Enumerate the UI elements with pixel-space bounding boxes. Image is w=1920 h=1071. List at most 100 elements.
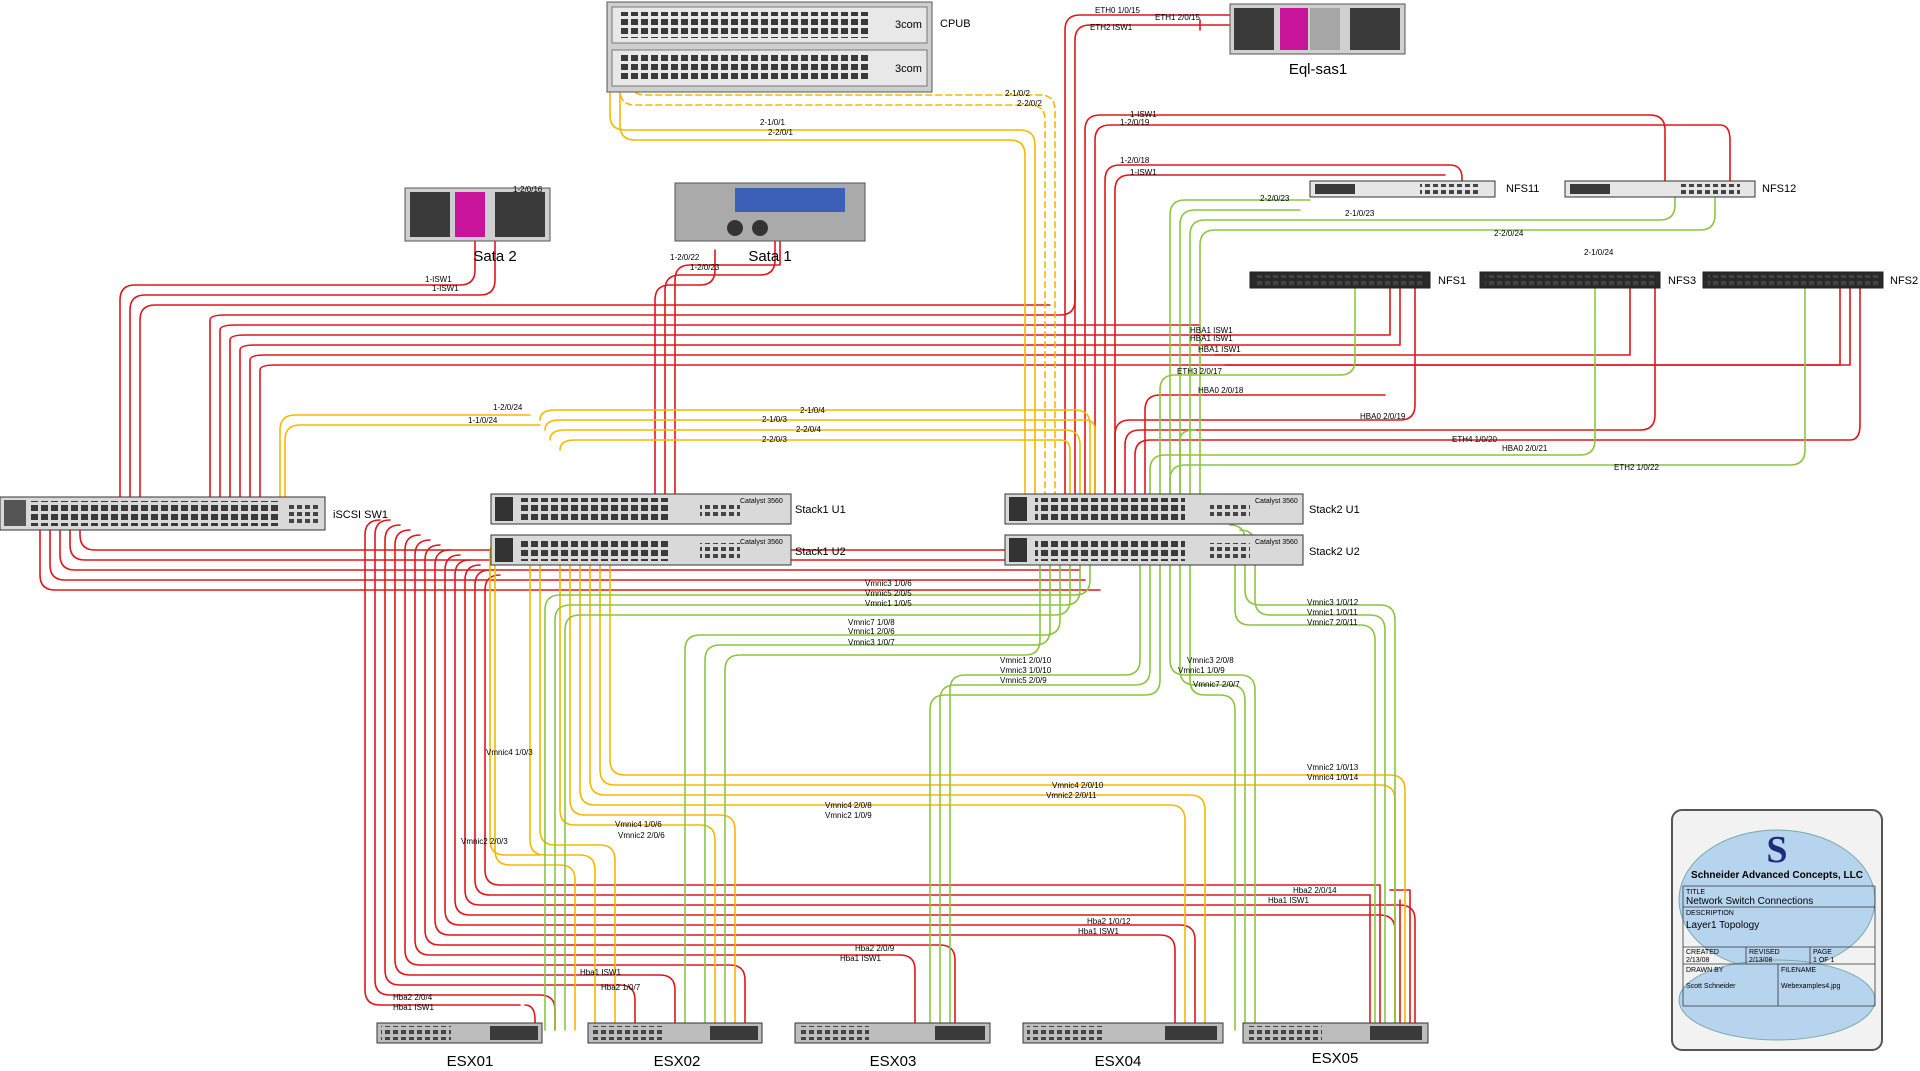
cable-label: Hba2 2/0/4 <box>393 993 433 1002</box>
nfs11-server: NFS11 <box>1309 180 1539 198</box>
cable-label: Hba1 ISW1 <box>1268 896 1309 905</box>
cable-label: Hba1 ISW1 <box>580 968 621 977</box>
cable-label: ETH1 2/0/15 <box>1155 13 1200 22</box>
cable-label: 2-2/0/2 <box>1017 99 1042 108</box>
stack2-u1-model: Catalyst 3560 <box>1255 498 1298 505</box>
cable-label: Vmnic3 1/0/6 <box>865 579 912 588</box>
cable-label: Vmnic4 1/0/3 <box>486 748 533 757</box>
title-value: Network Switch Connections <box>1686 896 1813 907</box>
esx03-server: ESX03 <box>794 1022 991 1070</box>
cable-label: Vmnic7 1/0/8 <box>848 618 895 627</box>
cable-label: Hba2 1/0/7 <box>601 983 641 992</box>
stack1-u1-switch: Catalyst 3560 Stack1 U1 <box>490 493 846 525</box>
stack2-u2-switch: Catalyst 3560 Stack2 U2 <box>1004 534 1360 566</box>
cable-label: 1-2/0/23 <box>690 263 720 272</box>
cable-label: 1-2/0/18 <box>1120 156 1150 165</box>
cable-label: ETH4 1/0/20 <box>1452 435 1497 444</box>
cable-label: Vmnic5 2/0/9 <box>1000 676 1047 685</box>
stack1-u2-label: Stack1 U2 <box>795 546 846 558</box>
nfs3-server: NFS3 <box>1479 271 1696 289</box>
cable-label: 1-ISW1 <box>425 275 452 284</box>
cable-label: 2-2/0/4 <box>796 425 821 434</box>
cpub-label: CPUB <box>940 18 971 30</box>
cable-label: ETH2 1/0/22 <box>1614 463 1659 472</box>
cable-label: 2-2/0/24 <box>1494 229 1524 238</box>
iscsi-sw1-switch: iSCSI SW1 <box>0 496 388 531</box>
company-logo-icon: S <box>1766 829 1787 871</box>
cable-label: 1-1/0/24 <box>468 416 498 425</box>
cable-label: Vmnic2 2/0/11 <box>1046 791 1097 800</box>
cpub-logo-top: 3com <box>895 19 922 31</box>
stack1-u1-model: Catalyst 3560 <box>740 498 783 505</box>
cable-label: Vmnic2 2/0/6 <box>618 831 665 840</box>
cable-label: 1-ISW1 <box>1130 168 1157 177</box>
nfs12-server: NFS12 <box>1564 180 1796 198</box>
nfs2-server: NFS2 <box>1702 271 1918 289</box>
page-label: PAGE <box>1813 949 1832 956</box>
cable-label: Hba2 2/0/14 <box>1293 886 1337 895</box>
description-label: DESCRIPTION <box>1686 910 1734 917</box>
cable-label: HBA0 2/0/19 <box>1360 412 1406 421</box>
esx04-label: ESX04 <box>1095 1053 1142 1070</box>
cable-label: HBA1 ISW1 <box>1198 345 1241 354</box>
cable-label: 1-2/0/22 <box>670 253 700 262</box>
stack1-u1-label: Stack1 U1 <box>795 504 846 516</box>
cable-label: Vmnic1 2/0/10 <box>1000 656 1052 665</box>
cable-label: Hba2 2/0/9 <box>855 944 895 953</box>
cable-label: 2-2/0/23 <box>1260 194 1290 203</box>
cable-label: HBA0 2/0/21 <box>1502 444 1548 453</box>
nfs1-label: NFS1 <box>1438 275 1466 287</box>
company-name: Schneider Advanced Concepts, LLC <box>1691 870 1863 881</box>
cable-label: ETH0 1/0/15 <box>1095 6 1140 15</box>
cable-label: Vmnic3 2/0/8 <box>1187 656 1234 665</box>
cable-label: Vmnic4 1/0/6 <box>615 820 662 829</box>
cable-label: Vmnic4 2/0/8 <box>825 801 872 810</box>
cpub-switch: 3com 3com CPUB <box>606 1 971 93</box>
cable-label: Vmnic4 1/0/14 <box>1307 773 1359 782</box>
cable-label: 2-2/0/3 <box>762 435 787 444</box>
page-value: 1 OF 1 <box>1813 957 1835 964</box>
revised-label: REVISED <box>1749 949 1780 956</box>
stack2-u1-label: Stack2 U1 <box>1309 504 1360 516</box>
esx02-label: ESX02 <box>654 1053 701 1070</box>
cable-label: ETH3 2/0/17 <box>1177 367 1222 376</box>
esx05-label: ESX05 <box>1312 1050 1359 1067</box>
cable-label: Vmnic5 2/0/5 <box>865 589 912 598</box>
nfs12-label: NFS12 <box>1762 183 1796 195</box>
cable-label: 1-2/0/24 <box>493 403 523 412</box>
title-label: TITLE <box>1686 889 1705 896</box>
nfs3-label: NFS3 <box>1668 275 1696 287</box>
sata1-label: Sata 1 <box>748 248 791 265</box>
sata2-storage: Sata 2 <box>404 187 551 265</box>
esx01-label: ESX01 <box>447 1053 494 1070</box>
cable-label: ETH2 ISW1 <box>1090 23 1133 32</box>
drawn-by-label: DRAWN BY <box>1686 967 1724 974</box>
esx04-server: ESX04 <box>1022 1022 1224 1070</box>
nfs2-label: NFS2 <box>1890 275 1918 287</box>
cable-label: 2-1/0/4 <box>800 406 825 415</box>
cable-label: Vmnic7 2/0/7 <box>1193 680 1240 689</box>
cable-label: Vmnic3 1/0/12 <box>1307 598 1359 607</box>
cpub-logo-bottom: 3com <box>895 63 922 75</box>
cable-label: Hba1 ISW1 <box>393 1003 434 1012</box>
stack1-u2-switch: Catalyst 3560 Stack1 U2 <box>490 534 846 566</box>
cable-label: HBA1 ISW1 <box>1190 326 1233 335</box>
created-label: CREATED <box>1686 949 1719 956</box>
filename-value: Webexamples4.jpg <box>1781 983 1841 990</box>
cable-label: Hba2 1/0/12 <box>1087 917 1131 926</box>
eql-sas1-storage: Eql-sas1 <box>1229 3 1406 78</box>
created-value: 2/13/08 <box>1686 957 1709 964</box>
sata2-label: Sata 2 <box>473 248 516 265</box>
cable-label: 2-1/0/2 <box>1005 89 1030 98</box>
cable-label: Vmnic3 1/0/10 <box>1000 666 1052 675</box>
esx03-label: ESX03 <box>870 1053 917 1070</box>
cable-label: 2-1/0/1 <box>760 118 785 127</box>
stack1-u2-model: Catalyst 3560 <box>740 539 783 546</box>
cable-label: 1-ISW1 <box>1130 110 1157 119</box>
red-cables <box>39 14 1861 1031</box>
title-block: S Schneider Advanced Concepts, LLC TITLE… <box>1671 809 1883 1051</box>
stack2-u1-switch: Catalyst 3560 Stack2 U1 <box>1004 493 1360 525</box>
cable-label: Vmnic4 2/0/10 <box>1052 781 1104 790</box>
